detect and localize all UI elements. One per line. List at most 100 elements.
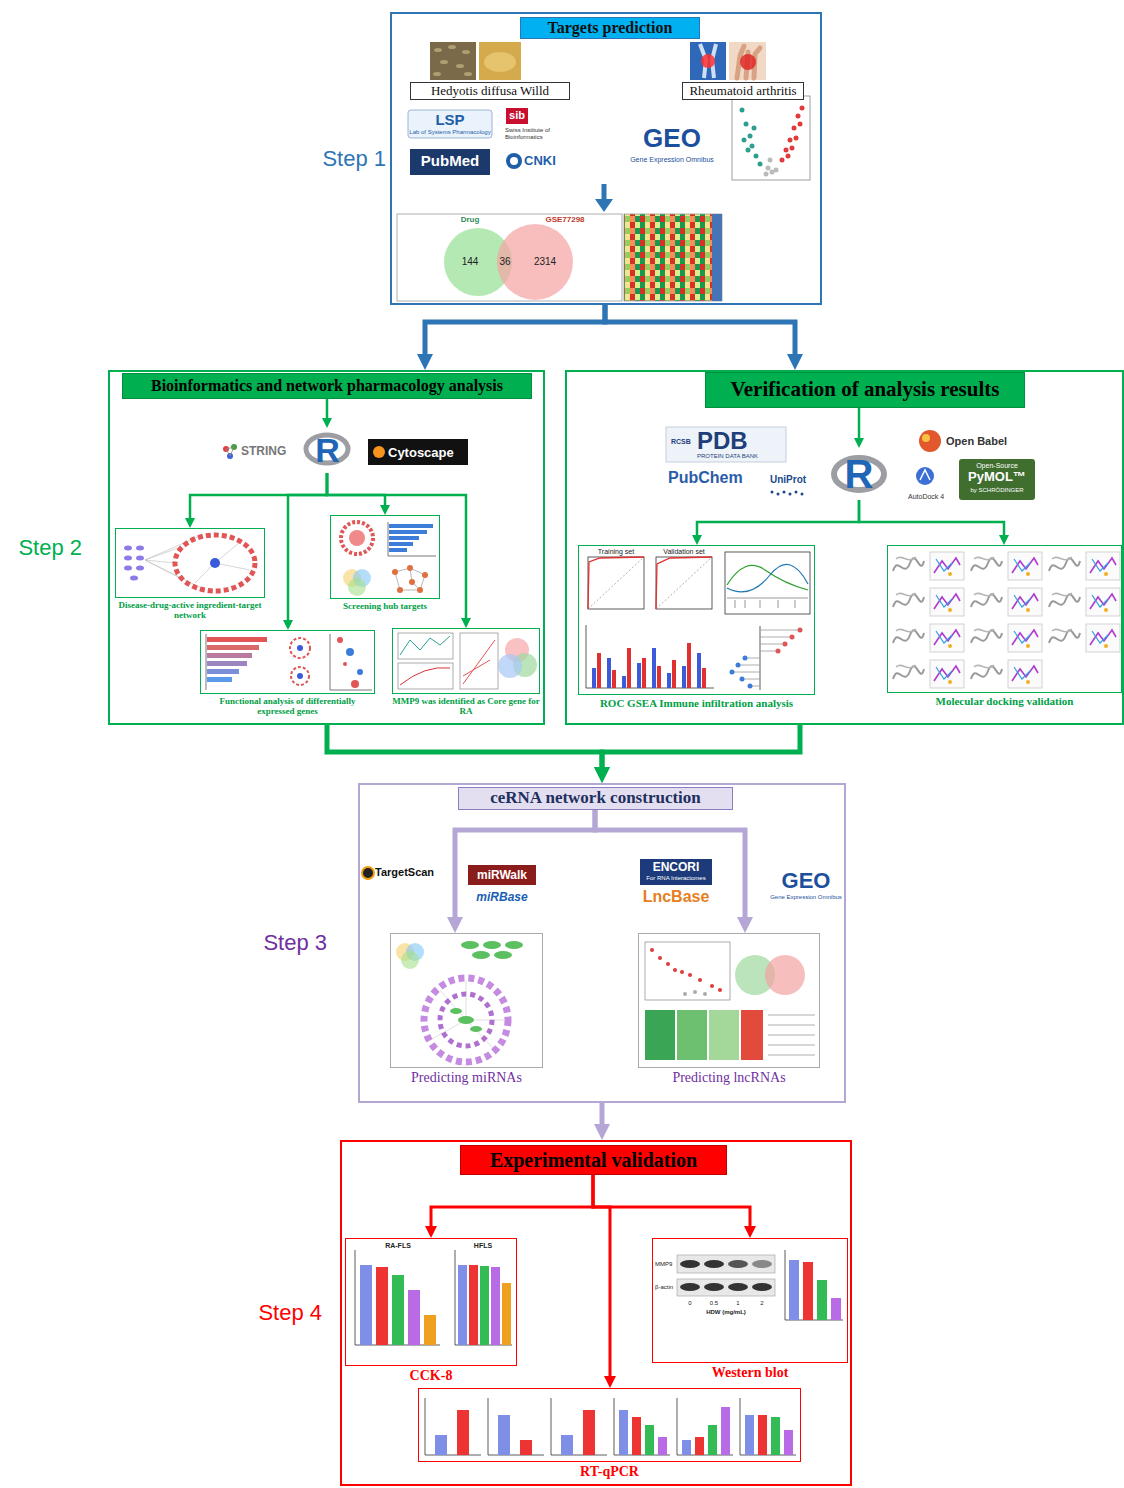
docking-poses xyxy=(893,552,1120,688)
western-blot-part xyxy=(680,1260,700,1268)
network-figure-part-part xyxy=(124,546,132,551)
tool-logos-part xyxy=(640,859,712,885)
volcano-plot-part-part xyxy=(740,108,745,113)
docking-poses-part xyxy=(971,660,1042,688)
connector xyxy=(602,725,800,772)
mirna-figure-part xyxy=(430,980,504,1050)
volcano-plot-part-part xyxy=(754,154,759,159)
herb-photos-part-part xyxy=(456,64,464,68)
header-band: ceRNA network construction xyxy=(458,787,733,810)
joint-photos-part xyxy=(729,42,766,80)
tool-logos-part-part xyxy=(801,493,804,496)
western-blot-part xyxy=(704,1260,724,1268)
gsea-plot-part xyxy=(725,552,810,614)
joint-photos-part xyxy=(690,42,726,80)
lncrna-figure-part xyxy=(765,955,805,995)
logo-text: PROTEIN DATA BANK xyxy=(697,453,758,460)
venn-diagram xyxy=(397,214,622,301)
logo-text: by SCHRÖDINGER xyxy=(970,487,1023,494)
logo-text: TargetScan xyxy=(375,866,434,878)
heatmap xyxy=(624,214,722,301)
immune-bar-chart xyxy=(586,625,714,688)
volcano-plot-part-part xyxy=(780,158,785,163)
connector xyxy=(431,1175,593,1230)
panel-frame xyxy=(887,545,1122,693)
tool-logos-part xyxy=(916,467,934,485)
hub-figure-part-part xyxy=(417,587,423,593)
lncrna-figure-part xyxy=(650,948,722,992)
qpcr-charts-part xyxy=(457,1410,469,1455)
lncrna-figure-part xyxy=(709,1010,739,1060)
western-blot-part xyxy=(680,1283,700,1291)
herb-photos-part-part xyxy=(448,45,456,49)
joint-photos-part xyxy=(740,54,756,70)
tool-logos-part-part xyxy=(789,493,792,496)
tool-logos-part xyxy=(959,459,1035,500)
venn-count: 36 xyxy=(499,256,510,267)
tool-logos-part xyxy=(368,439,468,465)
qpcr-charts-part xyxy=(435,1435,447,1455)
joint-photos xyxy=(690,42,766,80)
lncrna-figure-part xyxy=(768,1015,815,1055)
enrichment-figure-part xyxy=(290,638,310,658)
viability-charts-part xyxy=(455,1250,512,1345)
lollipop-plot-part-part xyxy=(783,642,788,647)
venn-diagram-part xyxy=(497,224,573,300)
western-blot-part xyxy=(728,1283,748,1291)
panel-frame xyxy=(330,515,440,599)
immune-bar-chart-part xyxy=(607,658,611,688)
step-box: Step 3ceRNA network constructionPredicti… xyxy=(358,783,846,1103)
western-blot-part xyxy=(831,1298,841,1320)
venn-diagram-part xyxy=(397,214,622,301)
lncrna-figure-part-part xyxy=(683,992,687,996)
header-band: Verification of analysis results xyxy=(705,372,1025,408)
result-panel: Predicting miRNAs xyxy=(390,933,543,1086)
network-figure-part-part xyxy=(136,566,144,571)
volcano-plot-part-part xyxy=(790,146,795,151)
database-logos-part xyxy=(506,108,528,124)
database-logos-part xyxy=(410,149,490,175)
panel-frame xyxy=(418,1388,801,1462)
lncrna-figure-part-part xyxy=(703,992,707,996)
database-logos xyxy=(408,108,528,175)
volcano-plot-part-part xyxy=(786,154,791,159)
panel-caption: Functional analysis of differentially ex… xyxy=(200,694,375,717)
mirna-figure-part-part xyxy=(461,941,479,949)
lncrna-figure-part xyxy=(645,942,730,1000)
docking-poses-part xyxy=(893,588,964,616)
western-blot-part xyxy=(752,1283,772,1291)
qpcr-charts-part xyxy=(740,1398,796,1455)
volcano-plot-part-part xyxy=(758,162,763,167)
viability-charts-part xyxy=(424,1315,436,1345)
mirna-figure-part-part xyxy=(472,951,490,959)
immune-bar-chart-part xyxy=(682,666,686,688)
viability-charts-part xyxy=(355,1250,440,1345)
qpcr-charts-part xyxy=(551,1398,607,1455)
mirna-figure-part-part xyxy=(430,1020,466,1040)
logo-text: PubChem xyxy=(668,469,743,487)
connector xyxy=(595,810,745,922)
connector xyxy=(858,408,861,441)
herb-photos-part-part xyxy=(434,48,442,52)
panel-frame xyxy=(115,528,265,598)
volcano-plot-part-part xyxy=(784,148,789,153)
gsea-plot-part xyxy=(727,564,808,591)
viability-charts-part xyxy=(408,1290,420,1345)
plot-title: Validation set xyxy=(663,548,705,556)
network-figure-part-part xyxy=(145,548,178,560)
connector xyxy=(455,810,595,922)
network-figure-part xyxy=(124,546,144,581)
tool-logos-part xyxy=(919,430,941,452)
qpcr-charts-part xyxy=(425,1398,481,1455)
immune-bar-chart-part xyxy=(627,648,631,688)
tool-logos-part xyxy=(920,470,930,480)
volcano-plot-part xyxy=(780,106,805,163)
panel-frame xyxy=(652,1238,848,1363)
box-title: Verification of analysis results xyxy=(731,378,1000,401)
panel-caption: MMP9 was identified as Core gene for RA xyxy=(392,694,540,717)
herb-photos xyxy=(430,42,521,80)
lollipop-plot-part-part xyxy=(798,628,803,633)
logo-text: For RNA Interactomes xyxy=(646,875,705,882)
lncrna-figure-part-part xyxy=(688,973,692,977)
logo-text: LSP xyxy=(435,112,464,129)
